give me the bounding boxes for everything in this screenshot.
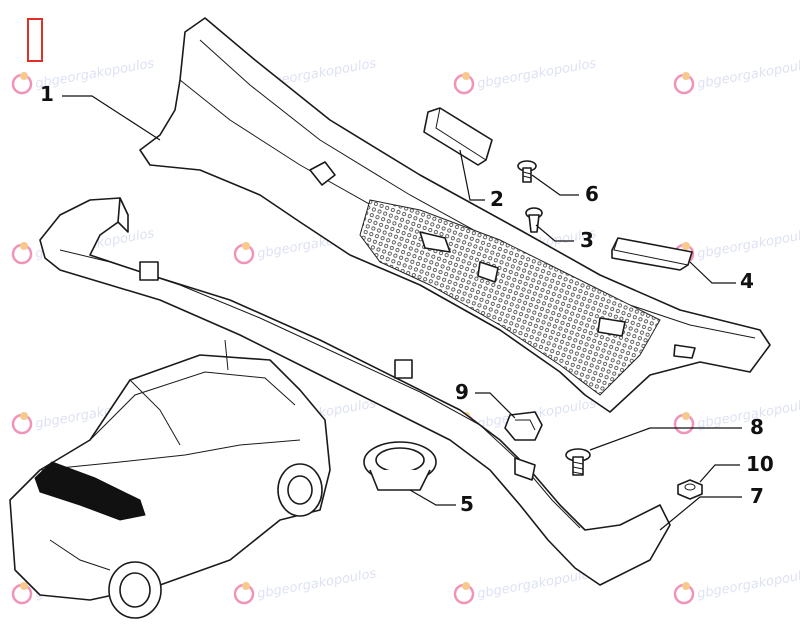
callout-8: 8 (750, 415, 764, 439)
watermark-text: gbgeorgakopoulos (696, 396, 800, 432)
part-7-support-bracket (39, 197, 671, 586)
part-2-seal-strip (423, 107, 493, 166)
watermark-4: gbgeorgakopoulos (673, 56, 800, 95)
callout-5: 5 (460, 492, 474, 516)
part-5-grommet (363, 441, 437, 491)
watermark-14: gbgeorgakopoulos (233, 566, 378, 605)
watermark-8: gbgeorgakopoulos (673, 226, 800, 265)
watermark-3: gbgeorgakopoulos (453, 56, 598, 95)
red-marker (27, 18, 43, 62)
leader-lines (62, 95, 742, 531)
part-3-push-clip (525, 207, 543, 233)
watermark-text: gbgeorgakopoulos (696, 566, 800, 602)
watermark-15: gbgeorgakopoulos (453, 566, 598, 605)
watermark-16: gbgeorgakopoulos (673, 566, 800, 605)
callout-1: 1 (40, 82, 54, 106)
part-1-cowl-panel (139, 17, 771, 413)
part-6-screw (517, 160, 537, 183)
part-10-nut (677, 479, 703, 500)
part-4-seal-strip (611, 237, 693, 271)
callout-6: 6 (585, 182, 599, 206)
callout-2: 2 (490, 187, 504, 211)
part-8-bolt (565, 448, 591, 476)
watermark-text: gbgeorgakopoulos (696, 226, 800, 262)
watermark-text: gbgeorgakopoulos (696, 56, 800, 92)
callout-3: 3 (580, 228, 594, 252)
watermark-1: gbgeorgakopoulos (11, 56, 156, 95)
watermark-text: gbgeorgakopoulos (476, 56, 598, 92)
car-illustration (9, 339, 331, 619)
callout-10: 10 (746, 452, 774, 476)
part-9-clip-nut (504, 411, 543, 441)
callout-4: 4 (740, 269, 754, 293)
callout-9: 9 (455, 380, 469, 404)
watermark-text: gbgeorgakopoulos (256, 566, 378, 602)
callout-7: 7 (750, 484, 764, 508)
